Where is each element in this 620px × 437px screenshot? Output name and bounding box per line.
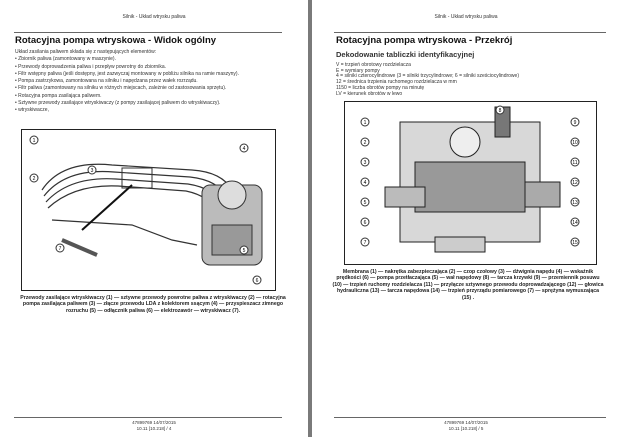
footer-rule [334,417,606,418]
callout: 4 [243,146,246,152]
list-item: wtryskiwacze, [15,107,295,114]
callout: 11 [572,160,577,166]
callout: 1 [364,120,367,126]
decode-line: 12 = średnica trzpienia ruchomego rozdzi… [336,79,457,86]
page-title: Rotacyjna pompa wtryskowa - Przekrój [336,35,513,46]
running-header: Silnik - Układ wtrysku paliwa [434,14,498,20]
list-item: Zbiornik paliwa (zamontowany w maszynie)… [15,56,295,63]
callout: 3 [364,160,367,166]
list-item: Przewody doprowadzenia paliwa i przepływ… [15,64,295,71]
figure-caption: Membrana (1) — nakrętka zabezpieczająca … [332,269,604,301]
header-rule [14,32,282,33]
footer-rule [14,417,282,418]
callout: 9 [574,120,577,126]
callout: 3 [91,168,94,174]
callout: 7 [59,246,62,252]
callout: 7 [364,240,367,246]
list-item: Rotacyjna pompa zasilająca paliwem. [15,93,295,100]
list-item: Filtr paliwa (zamontowany na silniku w r… [15,85,295,92]
fuel-system-illustration: 1 2 3 4 5 6 7 [29,135,263,285]
pump-cross-section-illustration: 1 2 3 4 5 6 7 8 9 10 11 12 13 14 15 [360,105,580,253]
figure-caption: Przewody zasilające wtryskiwaczy (1) — s… [20,295,286,314]
callout: 15 [572,240,578,246]
callout: 8 [499,108,502,114]
callout: 4 [364,180,367,186]
figure-overview: 1 2 3 4 5 6 7 [21,129,276,291]
list-item: Filtr wstępny paliwa (jeśli dostępny, je… [15,71,295,78]
callout: 10 [572,140,578,146]
callout: 13 [572,200,578,206]
decode-line: 1150 = liczba obrotów pompy na minutę [336,84,425,91]
callout: 6 [364,220,367,226]
callout: 2 [33,176,36,182]
section-subtitle: Dekodowanie tabliczki identyfikacyjnej [336,50,475,59]
callout: 14 [572,220,578,226]
callout: 1 [33,138,36,144]
page-title: Rotacyjna pompa wtryskowa - Widok ogólny [15,35,217,46]
decode-line: E = wymiary pompy [336,67,380,74]
footer-doc-id: 47899769 14/07/2015 [132,420,176,425]
list-item: Pompa zastrzykowa, zamontowana na silnik… [15,78,295,85]
callout: 2 [364,140,367,146]
figure-cross-section: 1 2 3 4 5 6 7 8 9 10 11 12 13 14 15 [344,101,597,265]
list-item: Sztywne przewody zasilające wtryskiwaczy… [15,100,295,107]
footer-page-number: 10.11 [10.218] / 4 [136,425,172,431]
decoding-list: V = trzpień obrotowy rozdzielacza E = wy… [336,62,616,97]
page-right: Silnik - Układ wtrysku paliwa Rotacyjna … [312,0,620,437]
body-text: Układ zasilania paliwem składa się z nas… [15,49,295,115]
decode-line: 4 = silniki czterocylindrowe (3 = silnik… [336,73,519,80]
callout: 5 [243,248,246,254]
footer: 47899769 14/07/2015 10.11 [10.218] / 5 [312,420,620,431]
footer-page-number: 10.11 [10.218] / 5 [448,425,484,431]
component-list: Zbiornik paliwa (zamontowany w maszynie)… [15,56,295,114]
header-rule [334,32,606,33]
running-header: Silnik - Układ wtrysku paliwa [122,14,186,20]
intro-text: Układ zasilania paliwem składa się z nas… [15,49,157,55]
page-separator [308,0,312,437]
decode-line: V = trzpień obrotowy rozdzielacza [336,62,411,68]
callout: 5 [364,200,367,206]
decode-line: LV = kierunek obrotów w lewo [336,90,403,97]
footer: 47899769 14/07/2015 10.11 [10.218] / 4 [0,420,308,431]
callout: 6 [256,278,259,284]
callout: 12 [572,180,578,186]
page-left: Silnik - Układ wtrysku paliwa Rotacyjna … [0,0,308,437]
footer-doc-id: 47899769 14/07/2015 [444,420,488,425]
